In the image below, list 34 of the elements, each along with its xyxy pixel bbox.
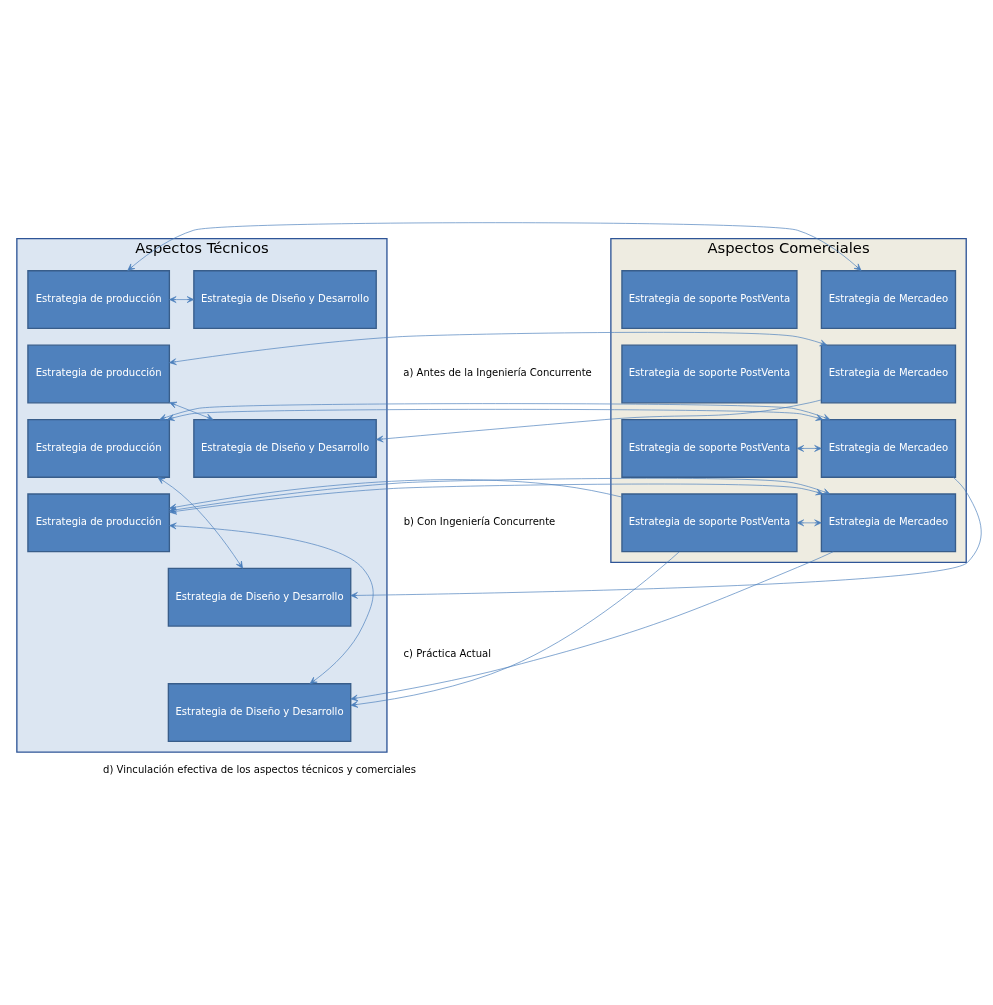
arrow xyxy=(796,519,822,527)
arrow xyxy=(169,296,195,303)
arrow xyxy=(376,399,822,443)
node-box: Estrategia de soporte PostVenta xyxy=(621,418,798,478)
node-box: Estrategia de producción xyxy=(27,270,171,330)
node-box: Estrategia de Mercadeo xyxy=(820,344,957,404)
node-box: Estrategia de producción xyxy=(27,418,171,478)
node-box: Estrategia de Mercadeo xyxy=(820,493,957,553)
node-box: Estrategia de Mercadeo xyxy=(820,418,957,478)
node-box: Estrategia de soporte PostVenta xyxy=(621,270,798,330)
label: a) Antes de la Ingeniería Concurrente xyxy=(403,367,592,379)
arrow xyxy=(796,445,822,452)
arrow xyxy=(350,551,834,702)
arrow xyxy=(159,403,831,421)
node-box: Estrategia de Mercadeo xyxy=(820,270,957,330)
node-box: Estrategia de soporte PostVenta xyxy=(621,344,798,404)
node-box: Estrategia de Diseño y Desarrollo xyxy=(193,418,377,478)
arrow xyxy=(169,401,214,421)
node-box: Estrategia de Diseño y Desarrollo xyxy=(193,270,377,330)
arrow xyxy=(350,477,982,599)
label: c) Práctica Actual xyxy=(403,648,491,660)
arrow xyxy=(169,332,828,366)
arrow xyxy=(169,479,623,511)
node-box: Estrategia de producción xyxy=(27,493,171,553)
label: d) Vinculación efectiva de los aspectos técnicos y comerciales xyxy=(103,763,417,775)
arrow xyxy=(350,551,680,708)
arrow xyxy=(127,222,862,271)
arrow xyxy=(157,477,243,569)
node-box: Estrategia de Diseño y Desarrollo xyxy=(167,567,352,627)
label: b) Con Ingeniería Concurrente xyxy=(403,516,556,528)
node-box: Estrategia de producción xyxy=(27,344,171,404)
node-box: Estrategia de soporte PostVenta xyxy=(621,493,798,553)
arrow xyxy=(169,522,374,684)
node-box: Estrategia de Diseño y Desarrollo xyxy=(167,683,352,743)
